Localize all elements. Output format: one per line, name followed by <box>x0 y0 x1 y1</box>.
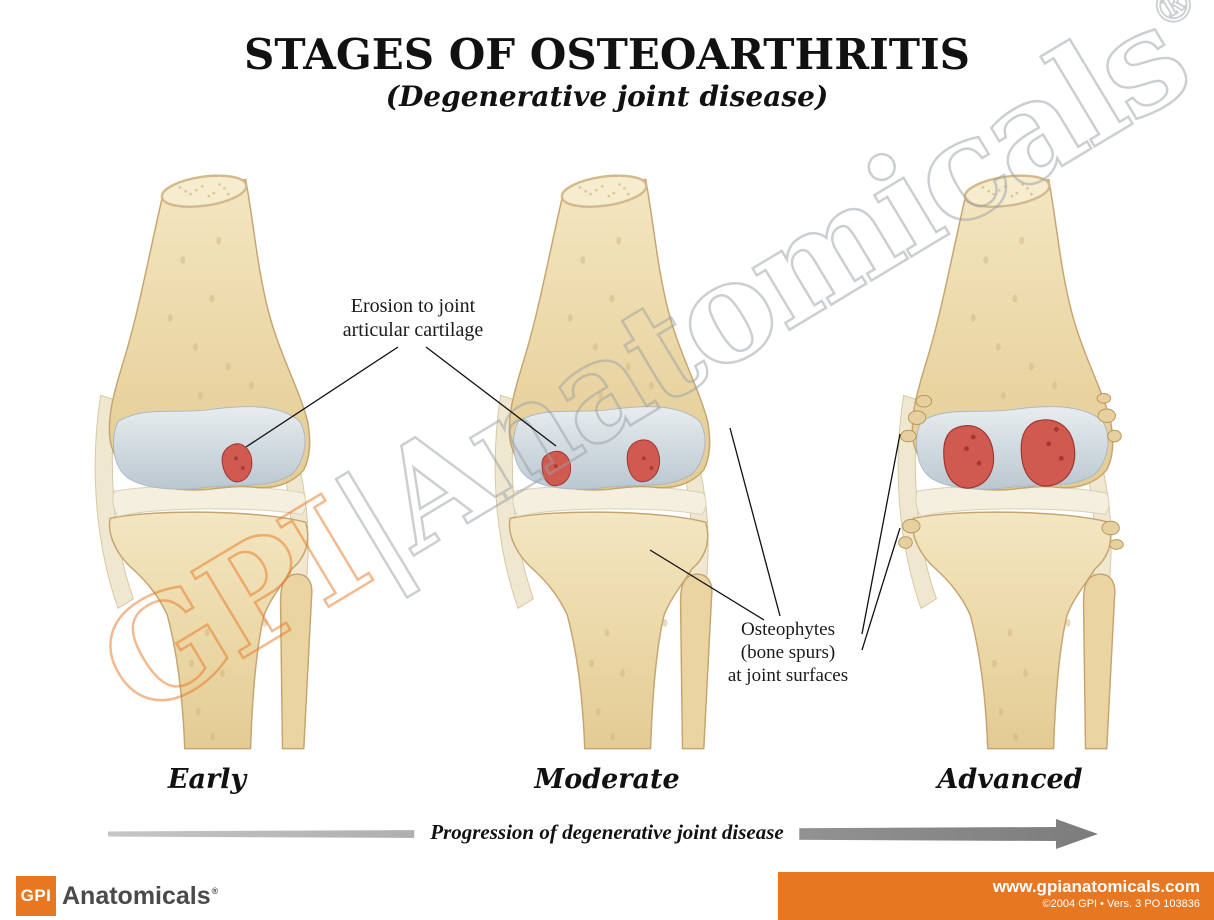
knee-illustration-early <box>93 169 314 750</box>
footer-website: www.gpianatomicals.com <box>992 877 1200 896</box>
osteophytes-label: Osteophytes (bone spurs) at joint surfac… <box>704 618 872 688</box>
page-subtitle: (Degenerative joint disease) <box>385 80 829 113</box>
progression-arrow-label: Progression of degenerative joint diseas… <box>414 818 800 847</box>
knee-illustration-advanced <box>896 169 1124 750</box>
registered-mark-icon: ® <box>211 886 219 897</box>
gpi-logo-text: Anatomicals® <box>62 882 218 911</box>
footer-orange-bar: www.gpianatomicals.com ©2004 GPI • Vers.… <box>778 872 1214 920</box>
stage-label-moderate: Moderate <box>534 764 680 795</box>
stage-label-early: Early <box>167 764 247 795</box>
footer-copyright: ©2004 GPI • Vers. 3 PO 103836 <box>1042 898 1201 910</box>
gpi-logo-box: GPI <box>16 876 56 916</box>
osteophytes-label-line3: at joint surfaces <box>727 665 849 687</box>
erosion-label-line2: articular cartilage <box>342 319 484 342</box>
erosion-label-line1: Erosion to joint <box>350 295 476 317</box>
gpi-logo-name: Anatomicals <box>62 881 211 910</box>
gpi-logo: GPI Anatomicals® <box>16 876 218 916</box>
stage-label-advanced: Advanced <box>937 764 1083 795</box>
page-title: STAGES OF OSTEOARTHRITIS <box>244 30 970 79</box>
osteophytes-label-line2: (bone spurs) <box>740 642 836 664</box>
erosion-label: Erosion to joint articular cartilage <box>318 294 508 343</box>
osteophytes-label-line1: Osteophytes <box>741 619 835 640</box>
